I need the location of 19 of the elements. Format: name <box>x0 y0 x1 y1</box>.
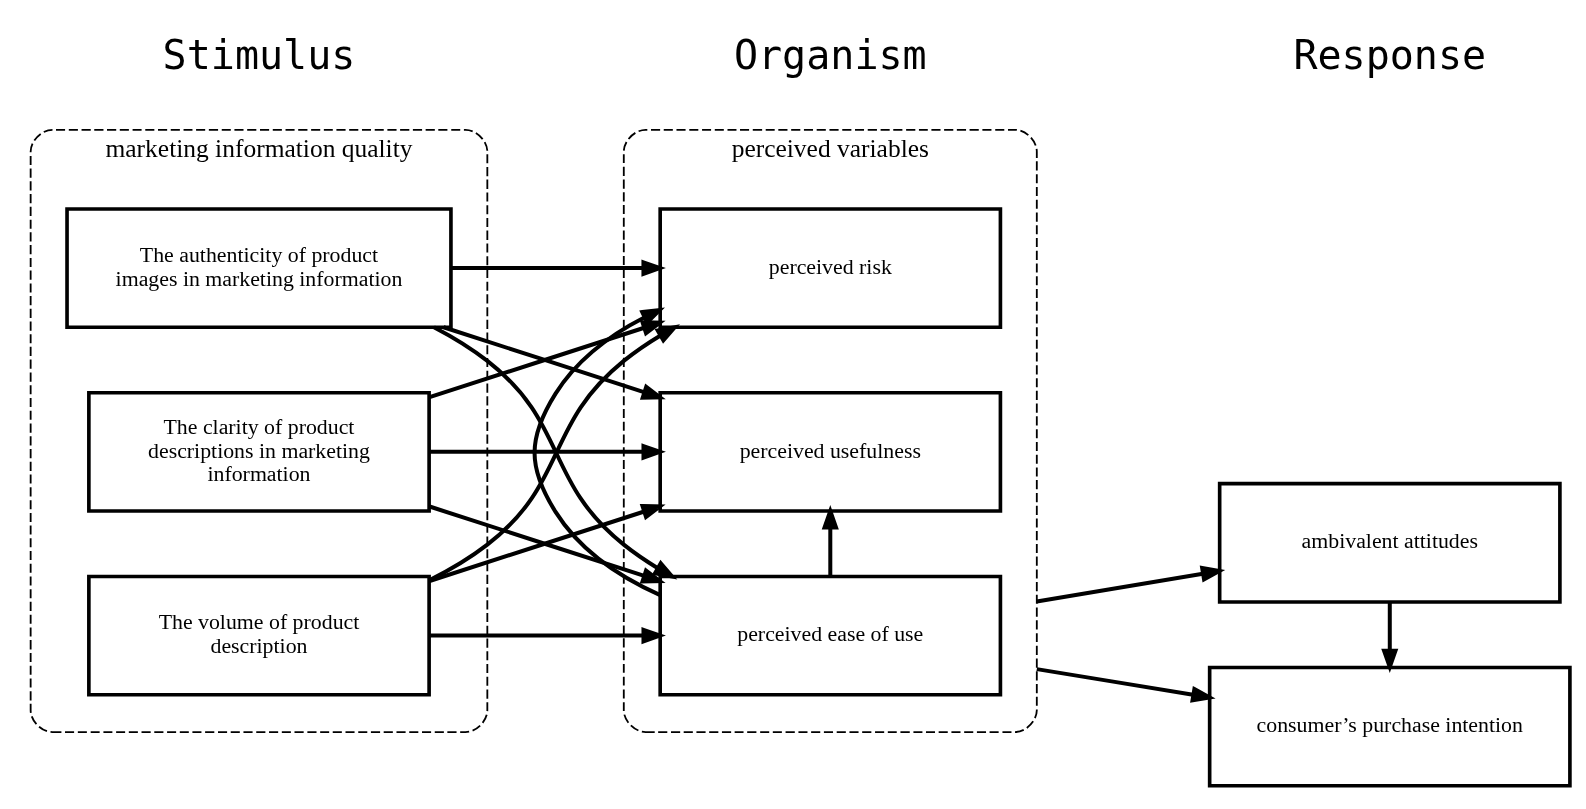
arrow <box>1036 565 1226 603</box>
label: Organism <box>733 31 927 78</box>
arrow <box>532 307 665 597</box>
node-box: The volume of product description <box>87 574 431 697</box>
arrow <box>429 626 666 644</box>
label: Response <box>1293 31 1487 78</box>
arrow <box>451 259 666 277</box>
node-box: perceived usefulness <box>658 390 1003 513</box>
arrow <box>1036 666 1216 703</box>
arrow <box>429 442 666 460</box>
node-box: The authenticity of product images in marketing information <box>65 206 453 329</box>
node-box: perceived risk <box>658 206 1003 329</box>
arrow <box>821 504 839 576</box>
node-box: ambivalent attitudes <box>1217 481 1562 604</box>
arrow <box>1381 601 1399 673</box>
node-box: perceived ease of use <box>658 574 1003 697</box>
label: Stimulus <box>162 31 356 78</box>
node-box: consumer’s purchase intention <box>1207 665 1572 788</box>
node-box: The clarity of product descriptions in marketing information <box>87 390 431 513</box>
